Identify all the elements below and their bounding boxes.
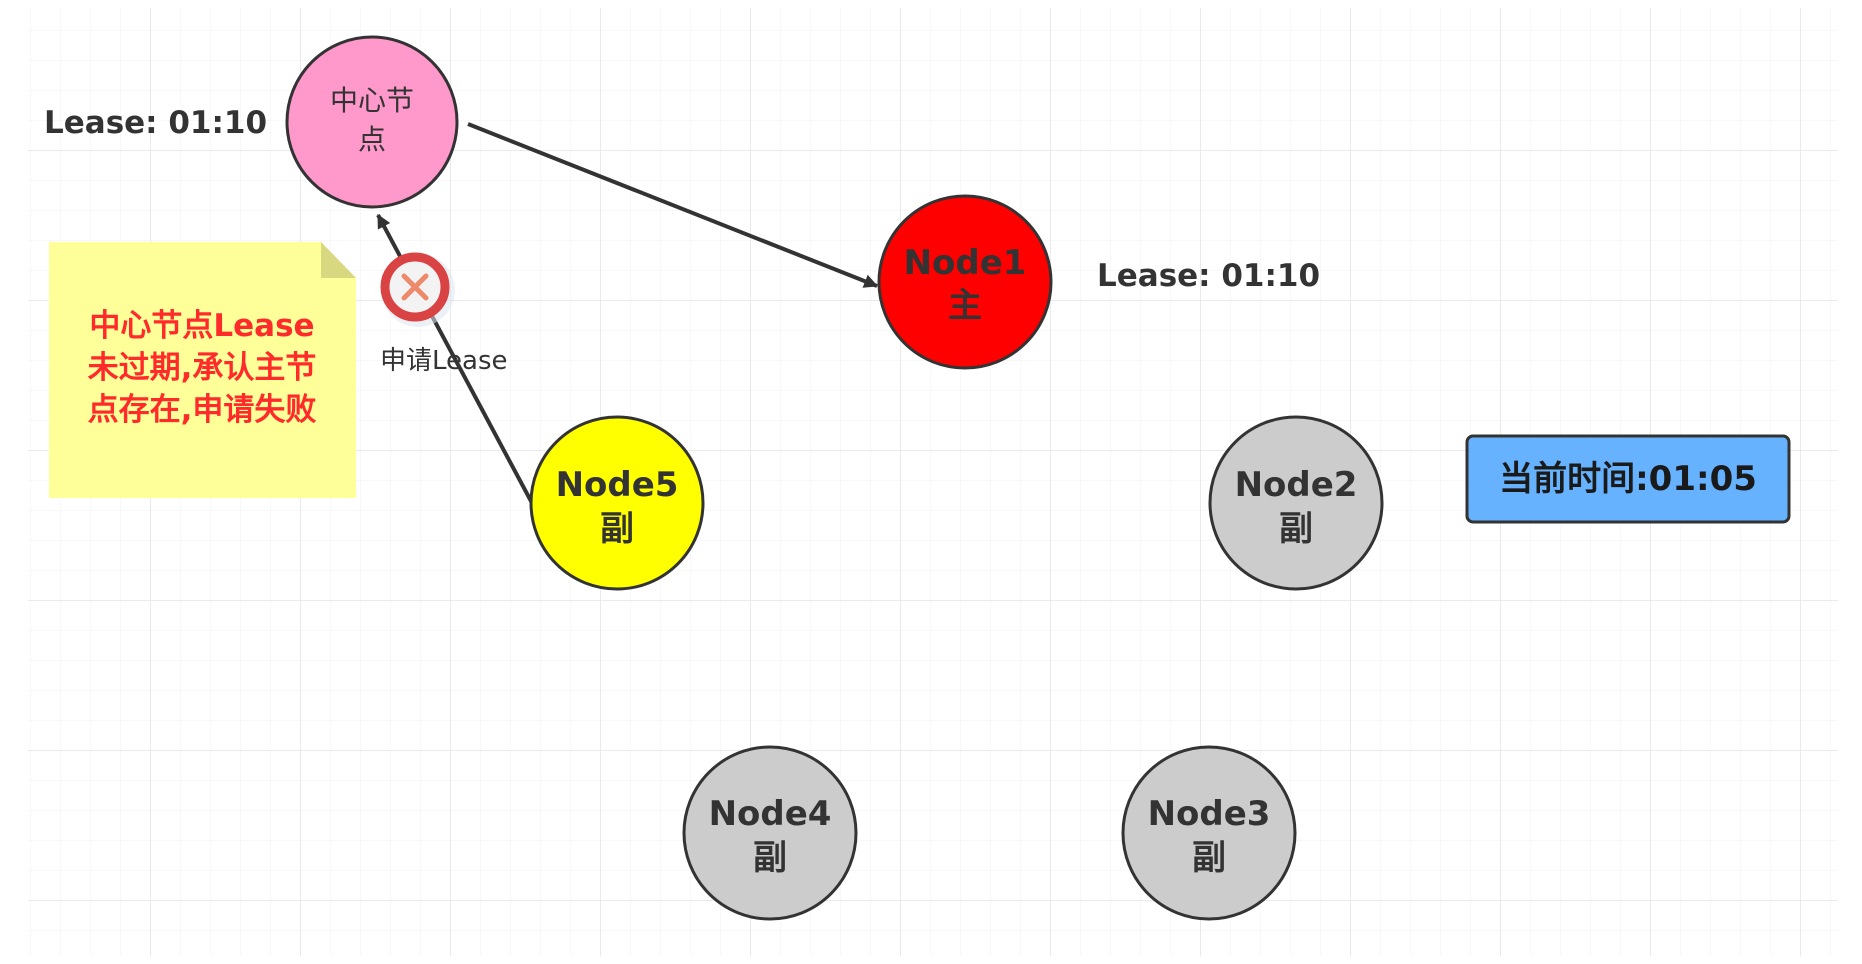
node1-role: 主 xyxy=(948,286,982,326)
center-node[interactable]: 中心节 点 xyxy=(285,35,459,209)
node3[interactable]: Node3 副 xyxy=(1121,745,1297,921)
center-node-circle xyxy=(285,35,459,209)
center-node-label-line1: 中心节 xyxy=(330,84,414,117)
node5-circle xyxy=(529,415,705,591)
node4[interactable]: Node4 副 xyxy=(682,745,858,921)
node5-name: Node5 xyxy=(556,465,679,505)
node1-lease-label: Lease: 01:10 xyxy=(1097,258,1320,294)
node4-circle xyxy=(682,745,858,921)
node5-role: 副 xyxy=(600,509,634,549)
note-line3: 点存在,申请失败 xyxy=(88,392,317,428)
node3-circle xyxy=(1121,745,1297,921)
node3-role: 副 xyxy=(1192,838,1226,878)
node5[interactable]: Node5 副 xyxy=(529,415,705,591)
node1-circle xyxy=(877,194,1053,370)
center-node-label-line2: 点 xyxy=(358,123,386,156)
current-time-background xyxy=(1465,434,1791,524)
node4-role: 副 xyxy=(753,838,787,878)
note-fold xyxy=(321,242,356,278)
node4-name: Node4 xyxy=(709,794,832,834)
current-time-box: 当前时间:01:05 xyxy=(1465,434,1791,524)
note-background xyxy=(49,242,356,498)
center-lease-label: Lease: 01:10 xyxy=(44,105,267,141)
center-to-node1-edge xyxy=(467,122,879,288)
note-line1: 中心节点Lease xyxy=(89,308,314,344)
node2[interactable]: Node2 副 xyxy=(1208,415,1384,591)
node1[interactable]: Node1 主 xyxy=(877,194,1053,370)
node2-role: 副 xyxy=(1279,509,1313,549)
request-lease-label: 申请Lease xyxy=(380,346,508,376)
close-icon xyxy=(380,252,455,327)
node1-name: Node1 xyxy=(904,243,1027,283)
node3-name: Node3 xyxy=(1148,794,1271,834)
current-time-label: 当前时间:01:05 xyxy=(1499,459,1757,499)
node2-circle xyxy=(1208,415,1384,591)
note-line2: 未过期,承认主节 xyxy=(88,350,317,386)
node2-name: Node2 xyxy=(1235,465,1358,505)
note-card: 中心节点Lease 未过期,承认主节 点存在,申请失败 xyxy=(49,242,356,498)
